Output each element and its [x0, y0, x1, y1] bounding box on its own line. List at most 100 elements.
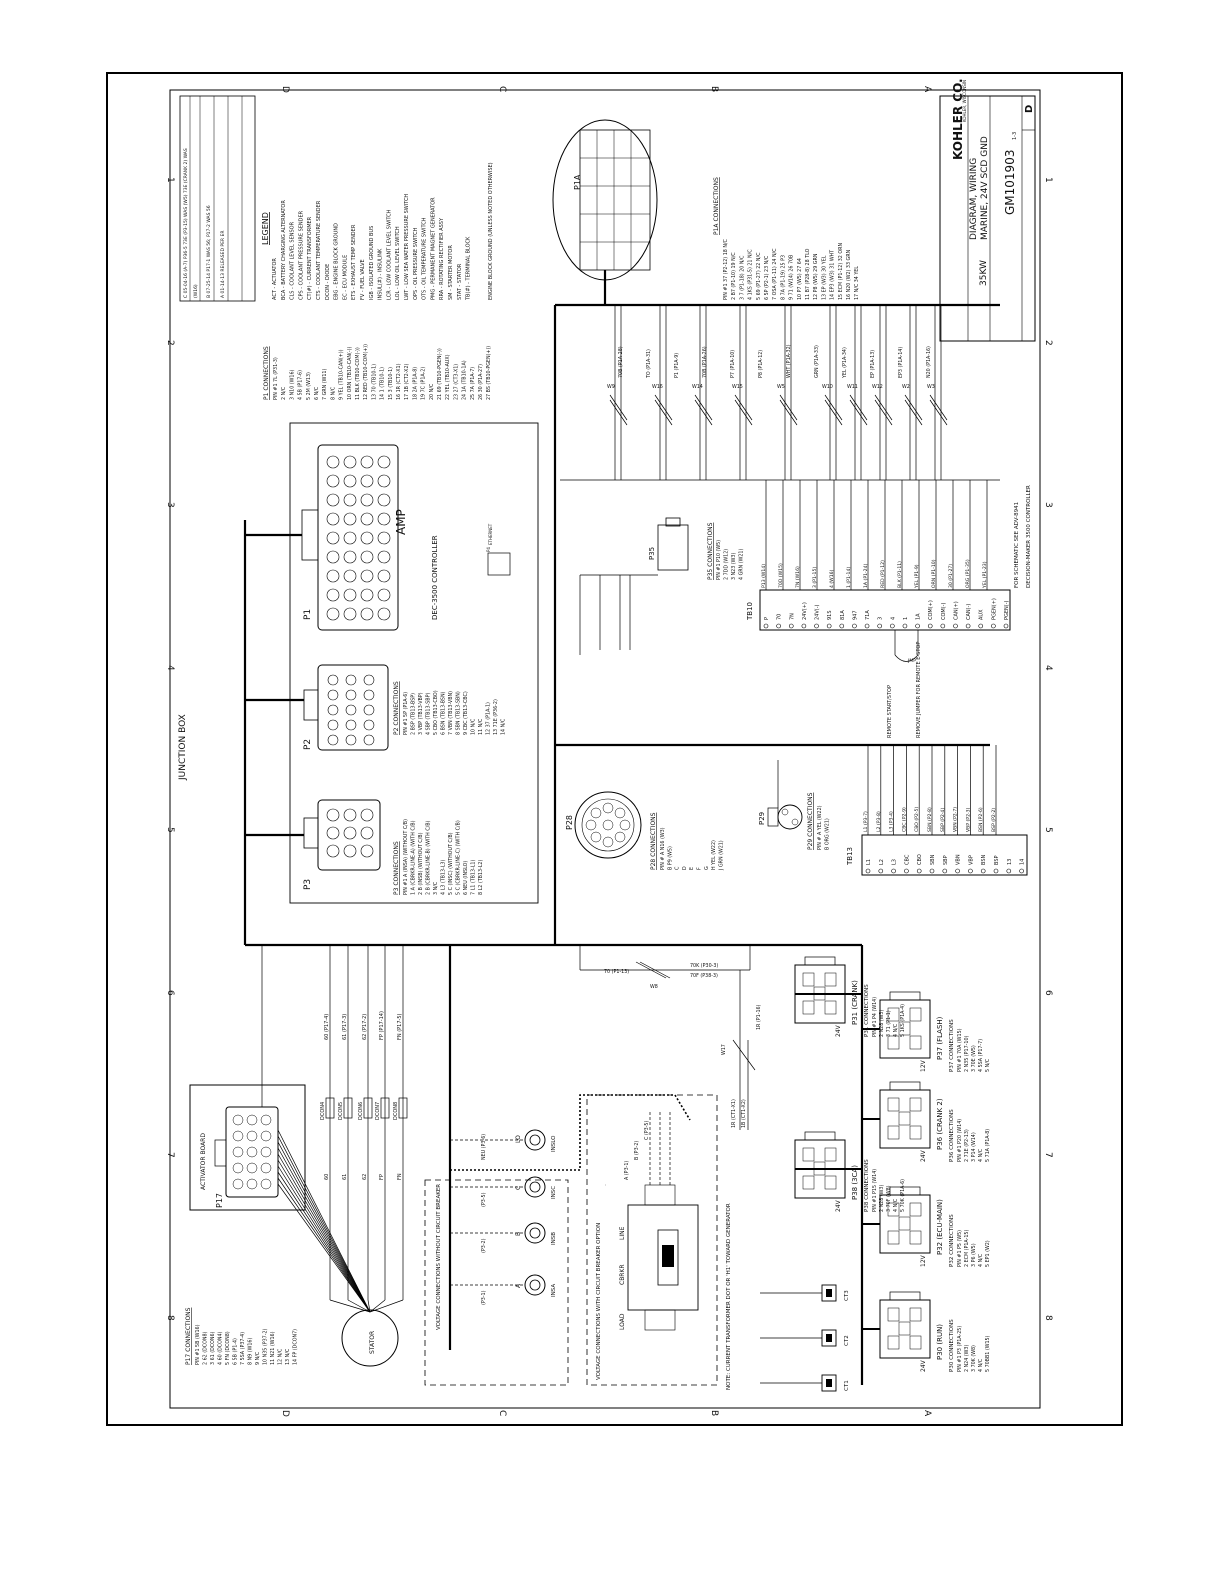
p1-connections-row: 7 GRN (W11) [322, 369, 328, 400]
insulink-insc: INSC(P3-5)C [450, 1176, 557, 1207]
tb13-terminal: L2 [879, 859, 885, 865]
tb13-terminal: VBN [956, 854, 962, 865]
revision-row-2: B 07-25-14 P17-1 WAS 56; P17-2 WAS 56 [206, 205, 212, 298]
p2-connections-row: 14 N/C [501, 718, 507, 735]
p30-connections-row: 2 N24 (W3) [964, 1345, 970, 1372]
harness-w-label: W16 [652, 384, 663, 390]
voltage-without-cb: VOLTAGE CONNECTIONS WITHOUT CIRCUIT BREA… [424, 1129, 569, 1386]
tb13-wire-label: L3 (P3-4) [889, 811, 895, 832]
tb10-label: TB10 [746, 602, 754, 621]
tb10-wire-label: 1A (P1-24) [863, 563, 869, 588]
zone-right-8: 8 [1043, 1315, 1053, 1321]
tb13-terminal: BSN [981, 854, 987, 865]
zone-bottom-3: A [922, 1410, 932, 1417]
p29-connector: P29 [758, 760, 803, 830]
stator-lead: FN [397, 1173, 403, 1180]
p28-connections-row: E [689, 867, 695, 870]
p1-connections-row: 11 BLK (TB10-COM(-)) [355, 347, 361, 400]
p1-connections-row: 18 2A (P1A-8) [412, 367, 418, 400]
revision-row-1: (W16) [193, 284, 199, 298]
stator: STATOR [341, 1309, 399, 1367]
tb10-terminal: COM(-) [941, 603, 947, 620]
tb13-wire-label: CBO (P2-5) [914, 807, 920, 832]
p36-connections-row: 5 71A (P1A-8) [985, 1129, 991, 1162]
tb10-wire-label: 3 (P1-15) [812, 567, 818, 588]
remote-start-stop-label: REMOTE START/STOP [887, 685, 893, 738]
p29-connections: P29 CONNECTIONS PIN # A YEL (W22)B ORG (… [807, 792, 831, 850]
p3-connections-row: 2 B (CBRKR-LINE-B) (WITH C/B) [426, 820, 432, 895]
tb10-terminal: 24V(+) [802, 602, 808, 620]
tb13-terminal: 13 [1007, 859, 1013, 865]
p3-connections-row: 7 L1 (TB13-L1) [471, 860, 477, 895]
p1-connections-row: 5 2M (W13) [306, 372, 312, 400]
ct-1: CT1 [760, 1374, 850, 1392]
legend-item: ETS - EXHAUST TEMP SENDER [351, 224, 357, 300]
tb10-terminal: PGEN(+) [991, 598, 997, 620]
p31-connections-row: PIN #1 P4 (W14) [872, 997, 878, 1037]
zone-left-5: 5 [165, 827, 175, 833]
cb-wire-label: A (P3-1) [624, 1161, 630, 1180]
ct-note: NOTE: CURRENT TRANSFORMER DOT OR 'H1' TO… [726, 1203, 732, 1390]
tb10-terminal: 1A [916, 613, 922, 620]
p1-connections-row: 9 YEL (TB10-CAN(+)) [339, 349, 345, 400]
ct-label: CT1 [844, 1380, 850, 1391]
p2-connections-row: 6 BSN (TB13-BSN) [441, 691, 447, 735]
p31-connections-title: P31 CONNECTIONS [864, 984, 870, 1037]
tb10-wire-label: 4 (W16) [829, 569, 835, 588]
title-sheet: 1-3 [1012, 132, 1018, 140]
revision-row-0: C 05-04-16 (A-7) P36-5 73E (P3-15) WAS (… [183, 148, 189, 298]
legend-item: SM - STARTER MOTOR [448, 245, 454, 300]
p1-connections-row: 3 N10 (W16) [289, 369, 295, 400]
w8-labels: W8 70 (P1-13) 70K (P30-3) 70F (P38-3) [604, 963, 718, 990]
p28-connections-row: B P9 (W5) [667, 846, 673, 870]
harness-w-label: W3 [927, 384, 935, 390]
p31-connections-row: 3 71 (P1-1) [886, 1010, 892, 1037]
zone-left-6: 6 [165, 990, 175, 996]
p28-connections-row: G [704, 866, 710, 870]
legend-item: DCON - DIODE [325, 264, 331, 300]
p17-connections-row: 2 62 (DCON8) [203, 1331, 209, 1365]
harness-p1a-wire: 70B (P1A-28) [618, 346, 624, 378]
zone-left-4: 4 [165, 665, 175, 671]
title-block: KOHLER CO. KOHLER, WISCONSIN 35KW DIAGRA… [939, 78, 1036, 342]
tb10-wire-label: 7N (W16) [795, 566, 801, 588]
p32-connections-row: 3 P6 (W5) [971, 1243, 977, 1267]
relay-label: P37 (FLASH) [936, 1016, 944, 1060]
p1a-connections-title: P1A CONNECTIONS [713, 177, 720, 235]
insulink-label: INSC [551, 1186, 557, 1199]
p1-connections-row: PIN #1 7L (P31-3) [273, 357, 279, 400]
legend-item: BCA - BATTERY CHARGING ALTERNATOR [281, 200, 287, 300]
zone-top-3: A [922, 86, 932, 93]
p3-connections-row: 8 L2 (TB13-L2) [478, 860, 484, 895]
tb10-terminal: 3 [878, 617, 884, 620]
p1-connections-row: 6 N/C [314, 386, 320, 400]
zone-left-3: 3 [165, 502, 175, 508]
p30-connections-row: 5 70BB1 (W15) [985, 1335, 991, 1372]
p32-connections-title: P32 CONNECTIONS [949, 1214, 955, 1267]
p31-connections-row: 5 1KS (P1A-4) [900, 1004, 906, 1037]
harness-w-label: W10 [822, 384, 833, 390]
p1a-connections-row: 10 P7 (W5) 27 64 [797, 258, 803, 300]
harness-w-label: W12 [872, 384, 883, 390]
p38-connections-row: 4 N/C [893, 1198, 899, 1212]
p28-connections-row: D [682, 866, 688, 870]
w17-wire-1: 1B (CT1-X2) [741, 1099, 747, 1128]
p1a-connections-row: 8 7A (P1-19) 25 P3 [780, 255, 786, 300]
without-cb-label: VOLTAGE CONNECTIONS WITHOUT CIRCUIT BREA… [436, 1184, 442, 1330]
tb13-wire-label: SBN (P2-8) [927, 807, 933, 832]
relay-voltage: 24V [835, 1199, 842, 1212]
p30-connections-row: 3 70K (W8) [971, 1345, 977, 1372]
p1a-connections-row: 7 OSA (P1-11) 24 N/C [772, 248, 778, 300]
harness-p1a-wire: GRN (P1A-33) [814, 345, 820, 378]
harness-p1a-wire: EP3 (P1A-14) [898, 347, 904, 378]
title-city: KOHLER, WISCONSIN [962, 80, 967, 122]
p2-connections-row: 12 37 (P1A-1) [486, 702, 492, 735]
controller-box: DEC-3500 CONTROLLER ETHERNET P4 [289, 422, 539, 904]
diode-label: DCON6 [358, 1102, 364, 1120]
tb10-terminal: PGEN(-) [1004, 600, 1010, 620]
p1-connections-row: 15 3 (TB10-1) [388, 367, 394, 400]
w17-wire-0: 1R (CT1-X1) [731, 1099, 737, 1128]
p17-connections-row: 7 5SA (P37-4) [240, 1332, 246, 1365]
